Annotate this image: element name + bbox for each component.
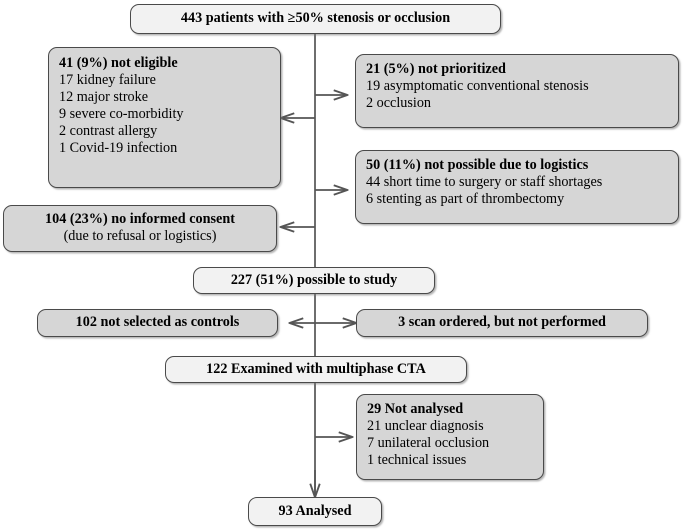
node-not-possible-logistics-item-2: 6 stenting as part of thrombectomy bbox=[366, 191, 565, 208]
node-no-informed-consent-header: 104 (23%) no informed consent bbox=[45, 211, 235, 227]
node-total-patients-label: 443 patients with ≥50% stenosis or occlu… bbox=[180, 10, 451, 27]
node-possible-to-study: 227 (51%) possible to study bbox=[193, 267, 435, 294]
node-not-eligible-item-1: 17 kidney failure bbox=[59, 72, 156, 89]
node-analysed: 93 Analysed bbox=[248, 497, 382, 526]
node-not-selected-controls-label: 102 not selected as controls bbox=[75, 314, 240, 331]
node-not-possible-logistics-header: 50 (11%) not possible due to logistics bbox=[366, 157, 589, 173]
node-analysed-label: 93 Analysed bbox=[278, 502, 352, 519]
node-not-prioritized: 21 (5%) not prioritized 19 asymptomatic … bbox=[355, 54, 679, 128]
node-not-selected-controls: 102 not selected as controls bbox=[37, 309, 278, 337]
node-not-analysed-item-1: 21 unclear diagnosis bbox=[367, 418, 484, 435]
node-not-eligible: 41 (9%) not eligible 17 kidney failure 1… bbox=[48, 47, 281, 188]
node-examined-cta-label: 122 Examined with multiphase CTA bbox=[206, 360, 426, 377]
node-not-prioritized-header: 21 (5%) not prioritized bbox=[366, 61, 506, 77]
node-not-eligible-item-2: 12 major stroke bbox=[59, 89, 149, 106]
node-not-eligible-item-5: 1 Covid-19 infection bbox=[59, 140, 178, 157]
node-not-prioritized-item-2: 2 occlusion bbox=[366, 95, 432, 112]
node-scan-not-performed: 3 scan ordered, but not performed bbox=[356, 309, 648, 337]
node-total-patients: 443 patients with ≥50% stenosis or occlu… bbox=[130, 4, 501, 34]
node-not-eligible-item-4: 2 contrast allergy bbox=[59, 123, 158, 140]
node-possible-to-study-label: 227 (51%) possible to study bbox=[230, 271, 398, 288]
node-not-analysed-item-3: 1 technical issues bbox=[367, 452, 467, 469]
node-not-eligible-item-3: 9 severe co-morbidity bbox=[59, 106, 184, 123]
node-not-analysed-header: 29 Not analysed bbox=[367, 401, 464, 417]
node-not-analysed: 29 Not analysed 21 unclear diagnosis 7 u… bbox=[356, 394, 544, 480]
node-examined-cta: 122 Examined with multiphase CTA bbox=[165, 356, 467, 383]
node-no-informed-consent-item-1: (due to refusal or logistics) bbox=[63, 228, 217, 245]
node-not-prioritized-item-1: 19 asymptomatic conventional stenosis bbox=[366, 78, 589, 95]
node-not-eligible-header: 41 (9%) not eligible bbox=[59, 55, 178, 71]
node-not-possible-logistics: 50 (11%) not possible due to logistics 4… bbox=[355, 150, 679, 224]
node-not-analysed-item-2: 7 unilateral occlusion bbox=[367, 435, 490, 452]
node-no-informed-consent: 104 (23%) no informed consent (due to re… bbox=[3, 205, 277, 252]
node-not-possible-logistics-item-1: 44 short time to surgery or staff shorta… bbox=[366, 174, 603, 191]
node-scan-not-performed-label: 3 scan ordered, but not performed bbox=[398, 314, 606, 331]
